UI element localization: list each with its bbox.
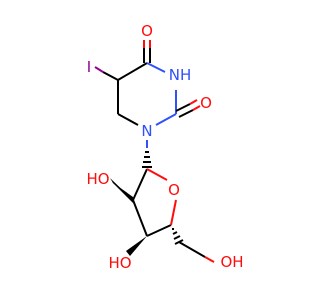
- bond-ch2-o-red: [204, 256, 215, 263]
- atom-nh: NH: [169, 66, 192, 84]
- bond-n3-c4: [146, 62, 166, 73]
- bond-c6-n1: [117, 113, 139, 126]
- atom-o-carbonyl-top: O: [141, 22, 153, 40]
- bond-n1-c2: [155, 113, 177, 126]
- bond-c2-o-a: [175, 103, 191, 112]
- atom-ho-left: HO: [86, 170, 109, 188]
- atom-n1: N: [141, 122, 152, 140]
- bond-c3-c4prime: [146, 224, 172, 237]
- atom-o-carbonyl-right: O: [200, 94, 212, 112]
- bond-n1-c1prime-hash: [142, 151, 152, 168]
- bond-c2-o-red-b: [192, 105, 201, 111]
- bond-c5-i-purple: [94, 66, 104, 73]
- bond-c2-o-red-a: [189, 99, 198, 105]
- bond-c2-o-b: [178, 109, 194, 118]
- atom-ho-bottom: HO: [108, 254, 131, 272]
- bond-c2-c3prime: [132, 199, 148, 237]
- bond-c5-i: [102, 71, 119, 81]
- structure-canvas: O NH O I N HO O HO OH: [86, 22, 243, 272]
- bond-c4-oring: [170, 199, 177, 226]
- molecule-structure: O NH O I N HO O HO OH: [86, 22, 243, 272]
- bond-oring-c1: [146, 168, 168, 181]
- bond-c4-c5: [117, 62, 148, 81]
- bond-c2prime-oh-wedge-body: [112, 182, 133, 203]
- atom-o-ring: O: [168, 181, 180, 199]
- bond-c1-c2prime: [132, 168, 148, 201]
- bond-c4prime-ch2-hash: [172, 228, 184, 245]
- bond-c3prime-oh-wedge: [126, 236, 147, 256]
- atom-iodine: I: [87, 58, 91, 76]
- bond-ch2-o: [178, 241, 206, 258]
- atom-oh: OH: [220, 253, 243, 271]
